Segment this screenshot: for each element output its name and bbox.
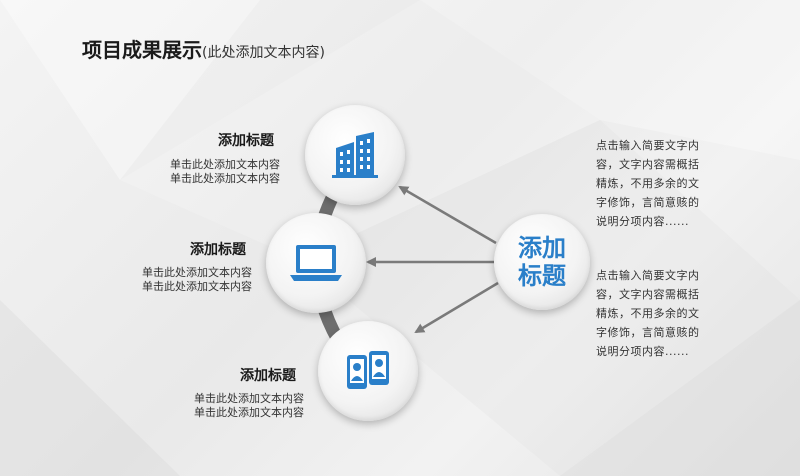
right-text-1: 点击输入简要文字内容，文字内容需概括精炼，不用多余的文字修饰，言简意赅的说明分项…: [596, 139, 700, 228]
arrow-to-top: [398, 185, 497, 245]
arrow-to-bottom: [414, 281, 499, 334]
laptop-icon: [290, 245, 342, 281]
right-text-2: 点击输入简要文字内容，文字内容需概括精炼，不用多余的文字修饰，言简意赅的说明分项…: [596, 269, 700, 358]
item-desc-1-line2: 单击此处添加文本内容: [170, 172, 280, 185]
item-circle-2: [266, 213, 366, 313]
item-title-2: 添加标题: [190, 242, 246, 258]
center-label-line2: 标题: [518, 262, 566, 290]
building-icon: [332, 132, 378, 178]
item-title-3: 添加标题: [240, 368, 296, 384]
center-label-line1: 添加: [518, 234, 566, 262]
item-desc-3-line1: 单击此处添加文本内容: [194, 392, 304, 405]
item-circle-1: [305, 105, 405, 205]
item-desc-3: 单击此处添加文本内容 单击此处添加文本内容: [194, 392, 304, 420]
center-circle: 添加标题: [494, 214, 590, 310]
item-desc-2-line2: 单击此处添加文本内容: [142, 280, 252, 293]
item-desc-1: 单击此处添加文本内容 单击此处添加文本内容: [170, 158, 280, 186]
item-desc-2: 单击此处添加文本内容 单击此处添加文本内容: [142, 266, 252, 294]
page-title: 项目成果展示(此处添加文本内容): [82, 34, 325, 63]
item-circle-3: [318, 321, 418, 421]
item-title-1: 添加标题: [218, 133, 274, 149]
center-label: 添加标题: [514, 234, 570, 290]
item-desc-3-line2: 单击此处添加文本内容: [194, 406, 304, 419]
title-subtitle: (此处添加文本内容): [202, 45, 325, 61]
item-desc-2-line1: 单击此处添加文本内容: [142, 266, 252, 279]
contacts-icon: [347, 351, 389, 389]
title-main: 项目成果展示: [82, 38, 202, 62]
item-desc-1-line1: 单击此处添加文本内容: [170, 158, 280, 171]
